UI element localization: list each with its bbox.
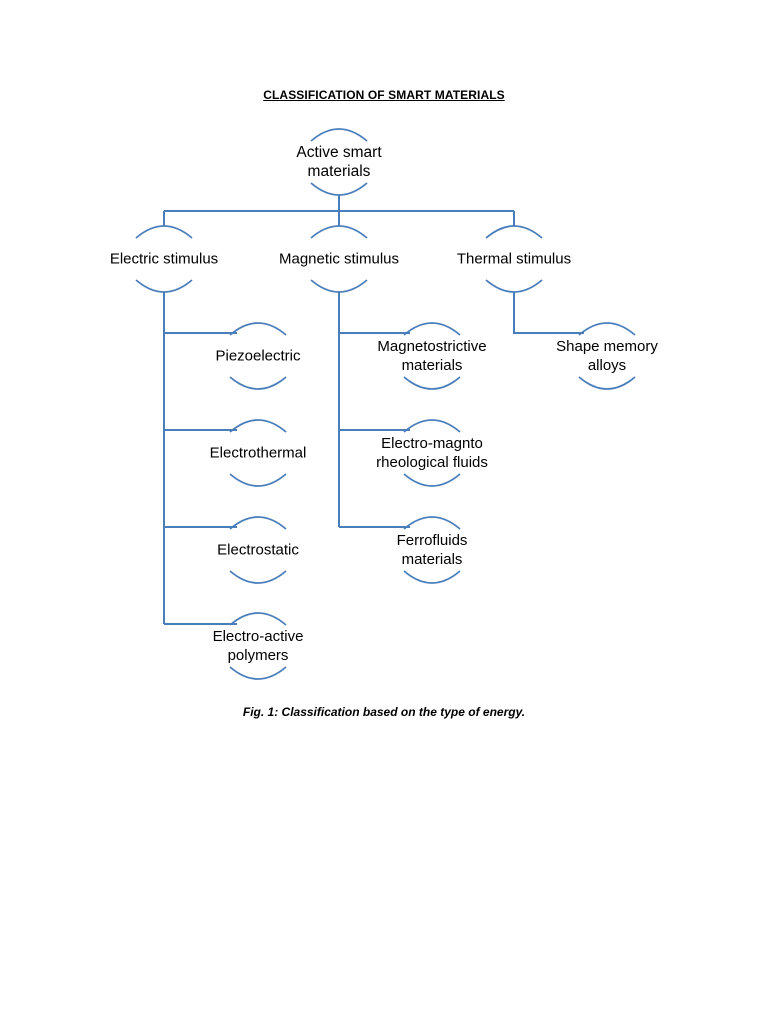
node-line1: Ferrofluids [396,532,468,549]
magnetostrictive-bracket-bottom-arc [403,376,461,390]
node-piezoelectric: Piezoelectric [215,347,300,366]
node-line2: materials [401,357,463,374]
electrostatic-bracket-bottom-arc [229,570,287,584]
node-line1: Shape memory [556,338,658,355]
ferrofluids-bracket-bottom-arc [403,570,461,584]
piezoelectric-bracket-top-arc [229,322,287,336]
electrothermal-bracket-bottom-arc [229,473,287,487]
node-electrothermal: Electrothermal [210,444,307,463]
node-line2: alloys [587,357,627,374]
electro-magnto-bracket-top-arc [403,419,461,433]
document-title: CLASSIFICATION OF SMART MATERIALS [263,88,505,102]
root-bracket-top-arc [310,128,368,142]
electric-bracket-top-arc [135,225,193,239]
connector-lines [163,195,584,625]
shape-memory-bracket-bottom-arc [578,376,636,390]
category-magnetic-stimulus: Magnetic stimulus [279,250,399,269]
branch-shape-memory [513,292,584,334]
node-line1: Magnetostrictive [377,338,487,355]
electrothermal-bracket-top-arc [229,419,287,433]
ferrofluids-bracket-top-arc [403,516,461,530]
node-line1: Piezoelectric [215,347,301,365]
node-electro-active-polymers: Electro-active polymers [213,627,304,665]
magnetic-bracket-top-arc [310,225,368,239]
figure-caption: Fig. 1: Classification based on the type… [242,705,526,719]
electro-active-bracket-top-arc [229,612,287,626]
category-label: Magnetic stimulus [278,250,400,268]
root-node-label: Active smart materials [296,143,381,181]
node-line1: Electro-active [212,628,304,645]
piezoelectric-bracket-bottom-arc [229,376,287,390]
category-label: Electric stimulus [109,250,219,268]
category-electric-stimulus: Electric stimulus [110,250,218,269]
node-electrostatic: Electrostatic [217,541,299,560]
thermal-bracket-bottom-arc [485,279,543,293]
node-ferrofluids-materials: Ferrofluids materials [397,531,468,569]
thermal-bracket-top-arc [485,225,543,239]
electro-active-bracket-bottom-arc [229,666,287,680]
category-label: Thermal stimulus [456,250,572,268]
node-line2: rheological fluids [376,454,488,471]
node-shape-memory-alloys: Shape memory alloys [556,337,658,375]
node-line2: materials [401,551,463,568]
node-magnetostrictive-materials: Magnetostrictive materials [377,337,486,375]
root-node-line2: materials [307,163,371,180]
node-line1: Electrostatic [217,541,299,559]
root-node-line1: Active smart [296,144,382,161]
category-thermal-stimulus: Thermal stimulus [457,250,571,269]
magnetic-bracket-bottom-arc [310,279,368,293]
node-line2: polymers [227,647,289,664]
electro-magnto-bracket-bottom-arc [403,473,461,487]
root-bracket-bottom-arc [310,182,368,196]
node-electro-magnto-rheological-fluids: Electro-magnto rheological fluids [376,434,488,472]
electric-bracket-bottom-arc [135,279,193,293]
electrostatic-bracket-top-arc [229,516,287,530]
shape-memory-bracket-top-arc [578,322,636,336]
magnetostrictive-bracket-top-arc [403,322,461,336]
node-brackets [135,128,636,680]
node-line1: Electro-magnto [381,435,483,452]
node-line1: Electrothermal [209,444,307,462]
